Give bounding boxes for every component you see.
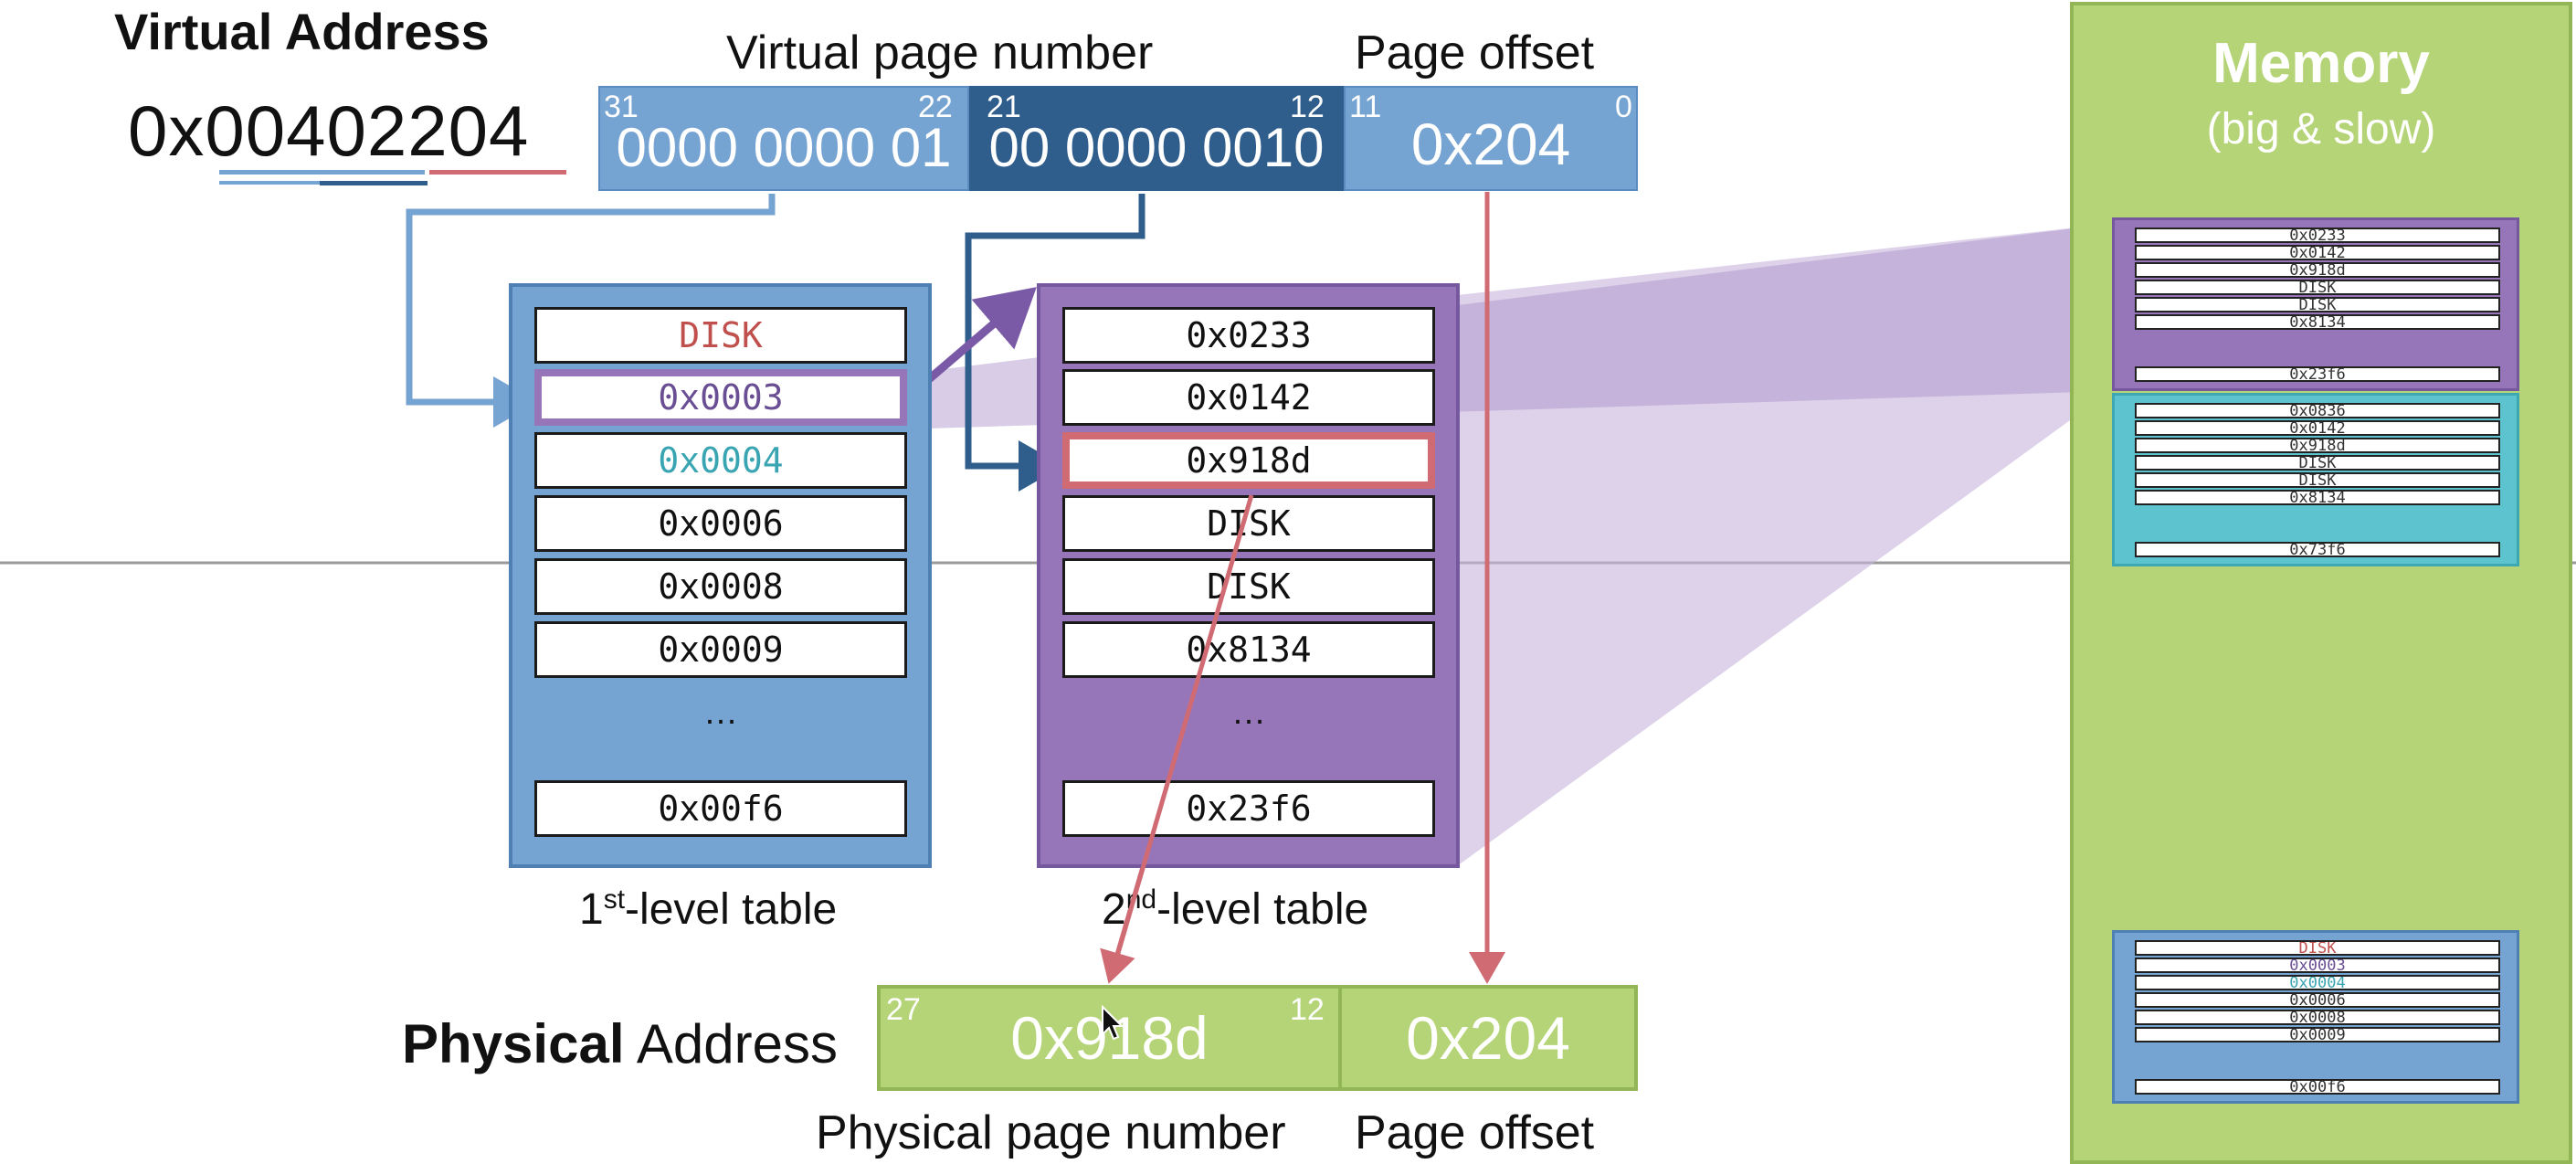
memory-block-first-table: DISK 0x0003 0x0004 0x0006 0x0008 0x0009 … bbox=[2112, 930, 2519, 1104]
l1-entry-5: 0x0009 bbox=[534, 621, 907, 678]
mem-t-row-last: 0x73f6 bbox=[2135, 542, 2500, 557]
bit-31: 31 bbox=[604, 90, 639, 124]
mem-p-row-last: 0x23f6 bbox=[2135, 366, 2500, 382]
mem-p-row-0: 0x0233 bbox=[2135, 228, 2500, 243]
mem-b-row-1: 0x0003 bbox=[2135, 958, 2500, 973]
mem-t-row-0: 0x0836 bbox=[2135, 403, 2500, 418]
hex-prefix: 0x bbox=[128, 90, 206, 171]
memory-block-second-table: 0x0233 0x0142 0x918d DISK DISK 0x8134 0x… bbox=[2112, 217, 2519, 391]
mem-b-row-3: 0x0006 bbox=[2135, 992, 2500, 1008]
l1-entry-0: DISK bbox=[534, 307, 907, 364]
level2-index-segment: 00 0000 0010 bbox=[969, 86, 1344, 191]
l1-entry-4: 0x0008 bbox=[534, 558, 907, 615]
memory-block-teal-table: 0x0836 0x0142 0x918d DISK DISK 0x8134 0x… bbox=[2112, 393, 2519, 566]
l2-entry-3: DISK bbox=[1062, 495, 1435, 552]
memory-title: Memory bbox=[2212, 32, 2430, 95]
mem-b-row-0: DISK bbox=[2135, 940, 2500, 956]
level1-index-segment: 0000 0000 01 bbox=[598, 86, 969, 191]
first-level-caption: 1st-level table bbox=[579, 884, 838, 934]
underline-level1 bbox=[219, 170, 425, 175]
bit-22: 22 bbox=[918, 90, 953, 124]
projection-second-table bbox=[1457, 224, 2110, 866]
mem-t-row-4: DISK bbox=[2135, 472, 2500, 488]
ppn-label: Physical page number bbox=[816, 1106, 1286, 1159]
vpn-label: Virtual page number bbox=[726, 26, 1154, 79]
mem-b-row-2: 0x0004 bbox=[2135, 975, 2500, 990]
physical-address-heading: Physical Address bbox=[402, 1013, 838, 1074]
bit-21: 21 bbox=[987, 90, 1021, 124]
level1-bits: 0000 0000 01 bbox=[616, 117, 952, 178]
l2-entry-5: 0x8134 bbox=[1062, 621, 1435, 678]
l2-entry-0: 0x0233 bbox=[1062, 307, 1435, 364]
bit-0: 0 bbox=[1615, 90, 1632, 124]
l2-entry-2: 0x918d bbox=[1062, 432, 1435, 489]
level2-bits: 00 0000 0010 bbox=[988, 117, 1325, 178]
physical-address-bitfield: 0x918d 0x204 27 12 bbox=[877, 985, 1638, 1091]
mem-p-row-3: DISK bbox=[2135, 280, 2500, 295]
underline-offset bbox=[429, 170, 566, 175]
mem-b-row-5: 0x0009 bbox=[2135, 1027, 2500, 1042]
mem-p-row-5: 0x8134 bbox=[2135, 314, 2500, 330]
l2-entry-last: 0x23f6 bbox=[1062, 780, 1435, 837]
mem-t-row-3: DISK bbox=[2135, 455, 2500, 471]
memory-column: Memory (big & slow) 0x0233 0x0142 0x918d… bbox=[2070, 2, 2572, 1164]
mem-t-row-2: 0x918d bbox=[2135, 438, 2500, 453]
mem-p-row-4: DISK bbox=[2135, 297, 2500, 312]
va-offset-label: Page offset bbox=[1355, 26, 1595, 79]
offset-segment: 0x204 bbox=[1344, 86, 1638, 191]
l1-entry-last: 0x00f6 bbox=[534, 780, 907, 837]
level1-index-arrow bbox=[406, 194, 776, 428]
pa-bit-12: 12 bbox=[1290, 992, 1325, 1027]
l1-entry-3: 0x0006 bbox=[534, 495, 907, 552]
mem-t-row-1: 0x0142 bbox=[2135, 420, 2500, 436]
l2-entry-4: DISK bbox=[1062, 558, 1435, 615]
mouse-cursor-icon bbox=[1102, 1005, 1124, 1041]
bit-12: 12 bbox=[1290, 90, 1325, 124]
bit-27: 27 bbox=[886, 992, 921, 1027]
l1-ellipsis: … bbox=[703, 693, 738, 732]
pa-offset-label: Page offset bbox=[1355, 1106, 1595, 1159]
l2-entry-1: 0x0142 bbox=[1062, 369, 1435, 426]
second-level-table: 0x0233 0x0142 0x918d DISK DISK 0x8134 … … bbox=[1037, 283, 1460, 868]
pa-offset-value: 0x204 bbox=[1406, 1004, 1570, 1072]
second-level-caption: 2nd-level table bbox=[1102, 884, 1369, 934]
memory-subtitle: (big & slow) bbox=[2206, 105, 2436, 153]
pa-offset-segment: 0x204 bbox=[1342, 989, 1634, 1087]
virtual-address-bitfield: 0000 0000 01 00 0000 0010 0x204 31 22 21… bbox=[598, 86, 1638, 191]
bit-11: 11 bbox=[1349, 90, 1382, 124]
underline-level2 bbox=[320, 181, 428, 185]
level2-index-arrow bbox=[965, 194, 1145, 492]
offset-bits: 0x204 bbox=[1410, 111, 1571, 177]
l1-entry-1: 0x0003 bbox=[534, 369, 907, 426]
first-level-table: DISK 0x0003 0x0004 0x0006 0x0008 0x0009 … bbox=[509, 283, 932, 868]
mem-p-row-2: 0x918d bbox=[2135, 262, 2500, 278]
hex-digits: 00402204 bbox=[205, 90, 530, 171]
virtual-address-hex: 0x00402204 bbox=[128, 90, 529, 173]
mem-b-row-last: 0x00f6 bbox=[2135, 1079, 2500, 1095]
mem-t-row-5: 0x8134 bbox=[2135, 490, 2500, 505]
mem-p-row-1: 0x0142 bbox=[2135, 245, 2500, 260]
l2-ellipsis: … bbox=[1231, 693, 1266, 732]
mem-b-row-4: 0x0008 bbox=[2135, 1010, 2500, 1025]
l1-entry-2: 0x0004 bbox=[534, 432, 907, 489]
virtual-address-heading: Virtual Address bbox=[114, 3, 490, 60]
